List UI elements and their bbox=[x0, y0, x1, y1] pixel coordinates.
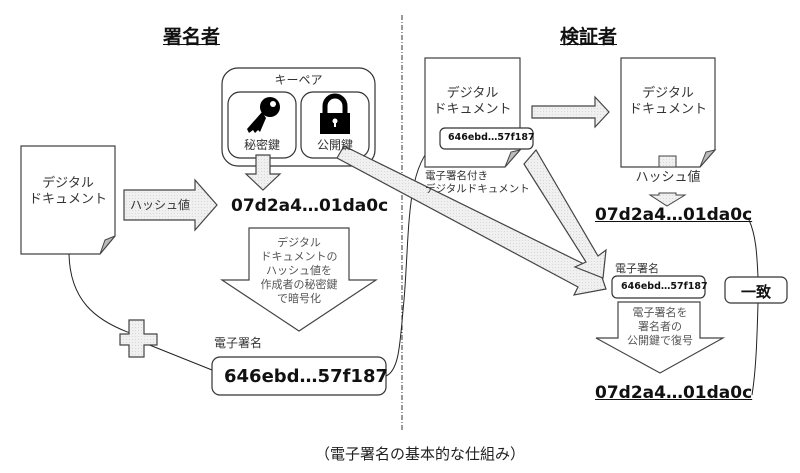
signature-transfer-arrow bbox=[523, 148, 607, 279]
verifier-hash-label: ハッシュ値 bbox=[635, 170, 701, 185]
match-connector-bottom bbox=[751, 302, 759, 396]
encrypt-line: ドキュメントの bbox=[260, 250, 338, 263]
signed-doc-signature-box bbox=[439, 127, 534, 150]
decrypt-line: 公開鍵で復号 bbox=[627, 334, 693, 347]
encrypt-arrow bbox=[220, 227, 378, 332]
encrypt-line: 作成者の秘密鍵 bbox=[260, 278, 338, 291]
decrypted-hash-value: 07d2a4…01da0c bbox=[595, 383, 753, 403]
document-line-1: デジタル bbox=[42, 176, 94, 191]
plus-icon bbox=[119, 319, 158, 358]
signer-signature-value: 646ebd…57f187 bbox=[224, 366, 389, 387]
transfer-arrow bbox=[531, 95, 610, 129]
signer-hash-value: 07d2a4…01da0c bbox=[231, 196, 389, 216]
signed-document-label: デジタル ドキュメント bbox=[425, 86, 520, 118]
document-fold-icon bbox=[699, 149, 717, 168]
signer-document-label: デジタル ドキュメント bbox=[21, 176, 115, 208]
verifier-signature-value: 646ebd…57f187 bbox=[621, 281, 708, 292]
decrypt-arrow bbox=[595, 301, 726, 374]
match-label: 一致 bbox=[740, 283, 771, 301]
private-key-label: 秘密鍵 bbox=[243, 138, 280, 152]
hash-stem bbox=[658, 155, 677, 168]
decrypt-line: 電子署名を bbox=[632, 306, 688, 319]
caption-line-2: デジタルドキュメント bbox=[425, 183, 530, 195]
encrypt-line: で暗号化 bbox=[277, 292, 321, 305]
encrypt-line: デジタル bbox=[277, 236, 321, 249]
signer-signature-label: 電子署名 bbox=[214, 336, 263, 350]
encrypt-line: ハッシュ値を bbox=[266, 264, 332, 277]
verifier-signature-box bbox=[611, 275, 706, 299]
decrypt-line: 署名者の bbox=[638, 320, 682, 333]
connector-plus-to-signature bbox=[146, 343, 213, 371]
hash-arrow bbox=[123, 178, 218, 232]
document-line-1: デジタル bbox=[642, 86, 694, 101]
verifier-document-label: デジタル ドキュメント bbox=[621, 86, 715, 118]
hash-arrow-label: ハッシュ値 bbox=[129, 198, 190, 212]
private-key-arrow bbox=[244, 154, 282, 191]
keypair-label: キーペア bbox=[274, 73, 323, 87]
match-box bbox=[724, 276, 788, 304]
match-connector-top bbox=[748, 219, 759, 278]
document-line-2: ドキュメント bbox=[628, 102, 707, 117]
verifier-signature-label: 電子署名 bbox=[615, 262, 659, 275]
verifier-hash-value: 07d2a4…01da0c bbox=[595, 205, 753, 225]
public-key-label: 公開鍵 bbox=[316, 138, 353, 152]
connector-signature-to-signed-doc bbox=[385, 139, 441, 377]
signer-title: 署名者 bbox=[163, 26, 221, 48]
document-line-2: ドキュメント bbox=[28, 192, 107, 207]
document-fold-icon bbox=[504, 149, 522, 168]
lock-icon bbox=[320, 93, 350, 134]
document-fold-icon bbox=[99, 235, 116, 255]
document-line-1: デジタル bbox=[446, 86, 499, 101]
document-line-2: ドキュメント bbox=[433, 102, 512, 117]
verifier-title: 検証者 bbox=[560, 26, 618, 48]
encrypt-description: デジタル ドキュメントの ハッシュ値を 作成者の秘密鍵 で暗号化 bbox=[249, 236, 349, 306]
decrypt-description: 電子署名を 署名者の 公開鍵で復号 bbox=[615, 306, 705, 348]
hash-down-arrow bbox=[648, 192, 687, 207]
connector-doc-to-plus bbox=[68, 253, 131, 334]
signed-doc-signature-value: 646ebd…57f187 bbox=[448, 132, 535, 143]
caption-line-1: 電子署名付き bbox=[425, 170, 488, 182]
diagram-caption: （電子署名の基本的な仕組み） bbox=[315, 445, 526, 463]
signed-doc-caption: 電子署名付き デジタルドキュメント bbox=[425, 170, 530, 196]
